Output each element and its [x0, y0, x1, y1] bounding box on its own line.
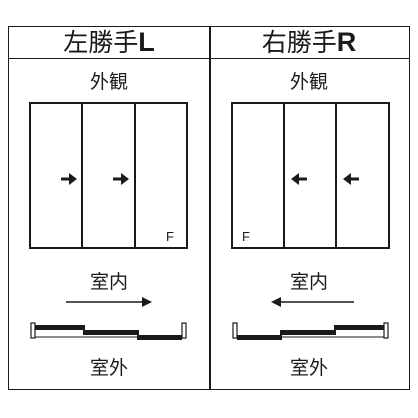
diagram-frame: 左勝手L 外観 F	[8, 26, 410, 390]
fixed-sash-label: F	[166, 229, 174, 244]
panel-title: 左勝手	[63, 28, 139, 57]
outdoor-label: 室外	[89, 357, 128, 379]
slide-arrow-icon	[291, 173, 307, 185]
hand-letter: R	[336, 27, 357, 57]
sash-diagram-left: F	[29, 102, 188, 340]
direction-arrow-icon	[271, 297, 354, 307]
outdoor-label: 室外	[289, 357, 328, 379]
fixed-sash-label: F	[242, 229, 250, 244]
hand-letter: L	[138, 27, 155, 57]
panel-left-hand: 左勝手L 外観 F	[9, 27, 209, 389]
panel-title: 右勝手	[261, 28, 337, 57]
panel-divider	[209, 27, 211, 389]
panel-header: 左勝手L	[9, 27, 209, 59]
rail-section-icon	[30, 322, 187, 340]
window-frame	[29, 102, 188, 249]
window-frame	[231, 102, 390, 249]
indoor-label: 室内	[289, 271, 328, 293]
slide-arrow-icon	[61, 173, 77, 185]
slide-arrow-icon	[113, 173, 129, 185]
exterior-view-label: 外観	[289, 71, 328, 93]
sash-diagram-right: F	[231, 102, 390, 340]
panel-header: 右勝手R	[209, 27, 409, 59]
rail-section-icon	[232, 322, 389, 340]
direction-arrow-icon	[66, 297, 152, 307]
indoor-label: 室内	[89, 271, 128, 293]
exterior-view-label: 外観	[89, 71, 128, 93]
panel-right-hand: 右勝手R 外観 F	[209, 27, 409, 389]
slide-arrow-icon	[343, 173, 359, 185]
